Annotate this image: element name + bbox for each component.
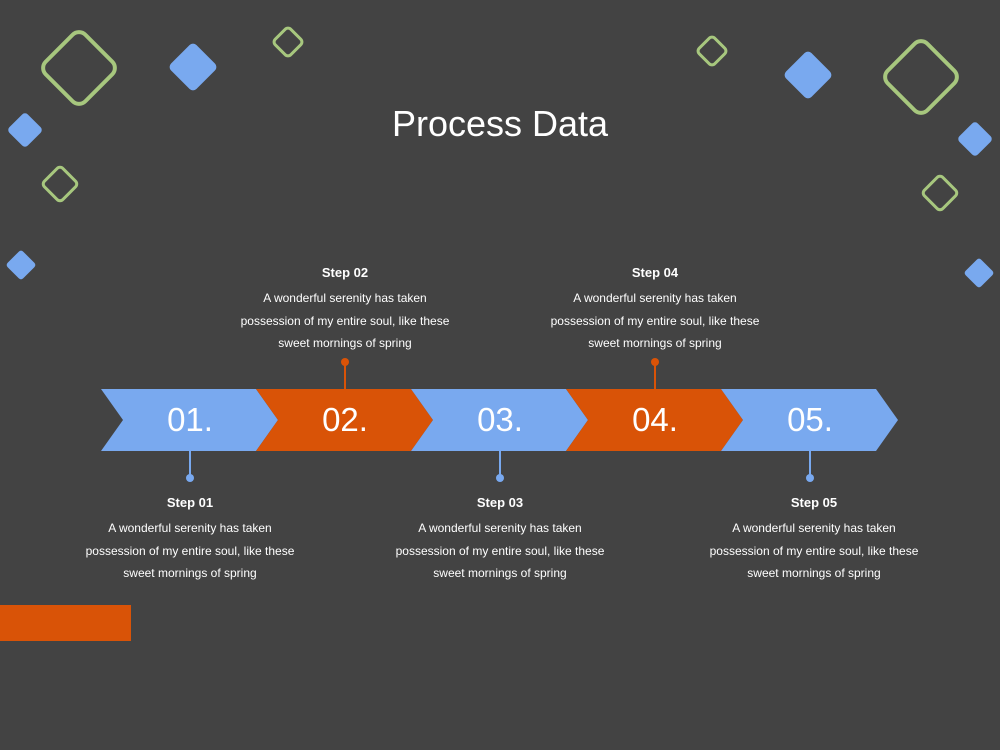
step-5-connector-dot xyxy=(806,474,814,482)
step-1-description: A wonderful serenity has taken possessio… xyxy=(85,521,295,580)
step-3-callout: Step 03 A wonderful serenity has taken po… xyxy=(390,494,610,585)
step-2-connector-dot xyxy=(341,358,349,366)
step-5-description: A wonderful serenity has taken possessio… xyxy=(709,521,919,580)
step-2-number: 02. xyxy=(322,401,368,438)
step-1-connector-dot xyxy=(186,474,194,482)
step-5-callout: Step 05 A wonderful serenity has taken po… xyxy=(704,494,924,585)
step-3-connector-dot xyxy=(496,474,504,482)
step-5-title: Step 05 xyxy=(790,495,838,510)
green-outline-diamond-icon xyxy=(41,30,117,106)
step-2-description: A wonderful serenity has taken possessio… xyxy=(240,291,450,350)
green-outline-diamond-icon xyxy=(696,35,728,67)
step-5-chevron xyxy=(721,389,898,451)
green-outline-diamond-icon xyxy=(41,165,79,203)
green-outline-diamond-icon xyxy=(272,26,304,58)
step-2-chevron xyxy=(256,389,433,451)
blue-diamond-icon xyxy=(784,51,832,99)
step-1-number: 01. xyxy=(167,401,213,438)
blue-diamond-icon xyxy=(958,122,992,156)
blue-diamond-icon xyxy=(169,43,217,91)
step-1-title: Step 01 xyxy=(166,495,214,510)
step-3-chevron xyxy=(411,389,588,451)
step-1-chevron xyxy=(101,389,278,451)
step-4-number: 04. xyxy=(632,401,678,438)
blue-diamond-icon xyxy=(6,250,36,280)
green-outline-diamond-icon xyxy=(883,39,959,115)
step-2-callout: Step 02 A wonderful serenity has taken po… xyxy=(235,264,455,355)
step-2-title: Step 02 xyxy=(321,265,369,280)
step-4-title: Step 04 xyxy=(631,265,679,280)
step-4-chevron xyxy=(566,389,743,451)
green-outline-diamond-icon xyxy=(921,174,959,212)
step-4-description: A wonderful serenity has taken possessio… xyxy=(550,291,760,350)
step-4-connector-dot xyxy=(651,358,659,366)
step-3-description: A wonderful serenity has taken possessio… xyxy=(395,521,605,580)
step-1-callout: Step 01 A wonderful serenity has taken po… xyxy=(80,494,300,585)
blue-diamond-icon xyxy=(8,113,42,147)
step-4-callout: Step 04 A wonderful serenity has taken po… xyxy=(545,264,765,355)
step-3-number: 03. xyxy=(477,401,523,438)
step-5-number: 05. xyxy=(787,401,833,438)
page-title: Process Data xyxy=(391,103,609,144)
accent-bar xyxy=(0,605,131,641)
blue-diamond-icon xyxy=(964,258,994,288)
step-3-title: Step 03 xyxy=(476,495,524,510)
